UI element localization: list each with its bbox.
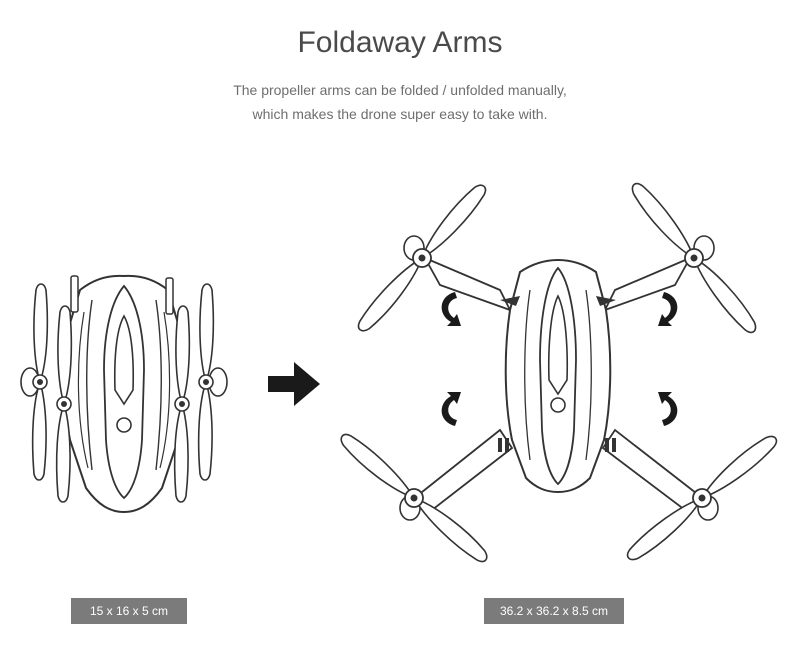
rotate-arrow-icon bbox=[441, 392, 461, 426]
unfolded-size-label: 36.2 x 36.2 x 8.5 cm bbox=[484, 598, 624, 624]
folded-size-label: 15 x 16 x 5 cm bbox=[71, 598, 187, 624]
rotate-arrow-icon bbox=[658, 392, 678, 426]
description-line-2: which makes the drone super easy to take… bbox=[252, 106, 548, 122]
rotate-arrow-icon bbox=[658, 292, 678, 326]
description-line-1: The propeller arms can be folded / unfol… bbox=[233, 82, 567, 98]
page-title: Foldaway Arms bbox=[297, 26, 503, 59]
unfolded-drone bbox=[334, 178, 782, 567]
folded-drone bbox=[20, 274, 228, 514]
description: The propeller arms can be folded / unfol… bbox=[0, 78, 800, 126]
arrow-right-icon bbox=[268, 362, 320, 406]
rotate-arrow-icon bbox=[441, 292, 461, 326]
